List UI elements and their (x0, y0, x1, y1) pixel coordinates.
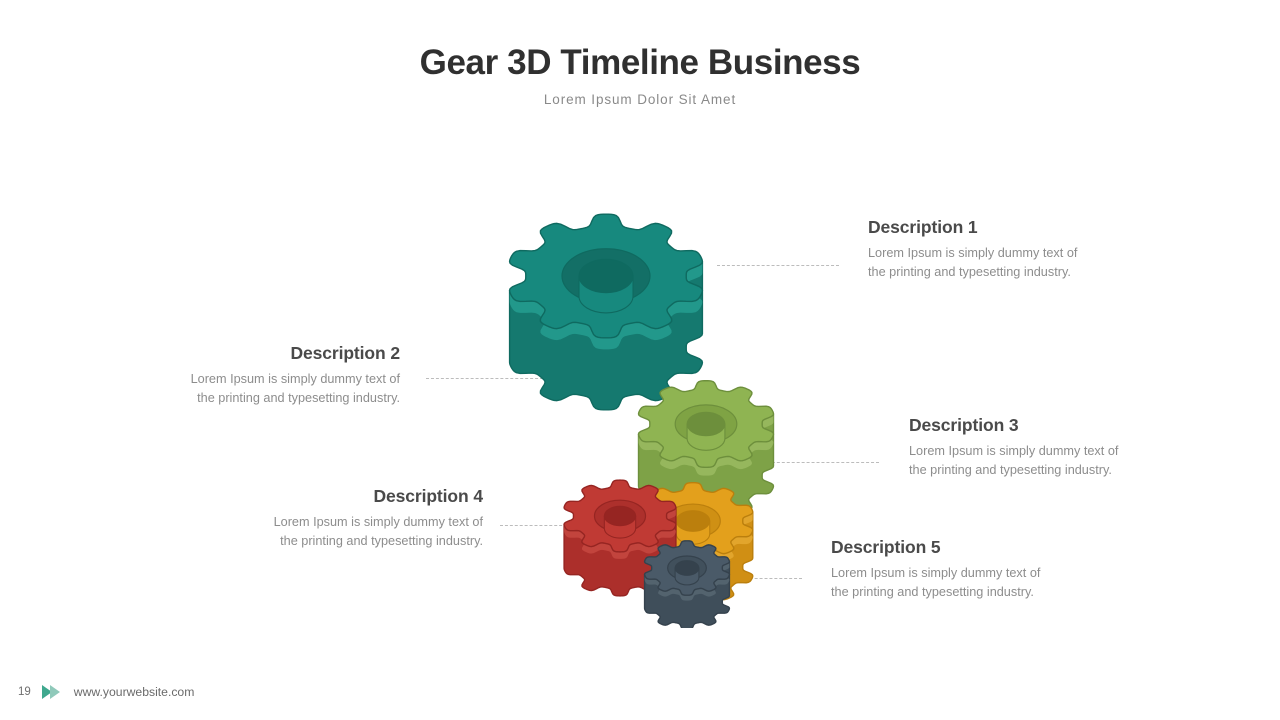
connector-5 (730, 578, 802, 579)
description-title-5: Description 5 (831, 537, 941, 557)
description-title-1: Description 1 (868, 217, 978, 237)
description-block-4[interactable]: Description 4 Lorem Ipsum is simply dumm… (258, 485, 484, 550)
description-block-1[interactable]: Description 1 Lorem Ipsum is simply dumm… (868, 216, 1093, 281)
description-body-1: Lorem Ipsum is simply dummy text of the … (868, 246, 1078, 279)
slide-footer: 19 www.yourwebsite.com (18, 681, 194, 703)
description-title-4: Description 4 (373, 486, 483, 506)
gear-stack-svg (508, 213, 775, 628)
gear-illustration (488, 176, 792, 628)
gear-orange-bore (675, 510, 711, 532)
gear-slate[interactable] (643, 540, 731, 628)
description-body-3: Lorem Ipsum is simply dummy text of the … (909, 444, 1119, 477)
connector-4 (500, 525, 572, 526)
description-title-2: Description 2 (290, 343, 400, 363)
page-title: Gear 3D Timeline Business (419, 43, 861, 82)
connector-3 (757, 462, 879, 463)
description-block-3[interactable]: Description 3 Lorem Ipsum is simply dumm… (909, 414, 1134, 479)
gear-red-bore (603, 505, 637, 527)
description-body-2: Lorem Ipsum is simply dummy text of the … (190, 372, 400, 405)
connector-2 (426, 378, 548, 379)
description-block-2[interactable]: Description 2 Lorem Ipsum is simply dumm… (175, 342, 401, 407)
page-number: 19 (18, 686, 31, 698)
description-body-4: Lorem Ipsum is simply dummy text of the … (273, 515, 483, 548)
description-title-3: Description 3 (909, 415, 1019, 435)
gear-teal-bore (578, 258, 634, 294)
double-chevron-play-icon (41, 685, 60, 699)
gear-slate-bore (674, 560, 700, 576)
description-body-5: Lorem Ipsum is simply dummy text of the … (831, 566, 1041, 599)
footer-website-url[interactable]: www.yourwebsite.com (73, 685, 195, 699)
connector-1 (717, 265, 839, 266)
page-subtitle: Lorem Ipsum Dolor Sit Amet (543, 92, 737, 107)
gear-teal[interactable] (508, 213, 704, 411)
gear-green-bore (686, 411, 726, 437)
description-block-5[interactable]: Description 5 Lorem Ipsum is simply dumm… (831, 536, 1056, 601)
